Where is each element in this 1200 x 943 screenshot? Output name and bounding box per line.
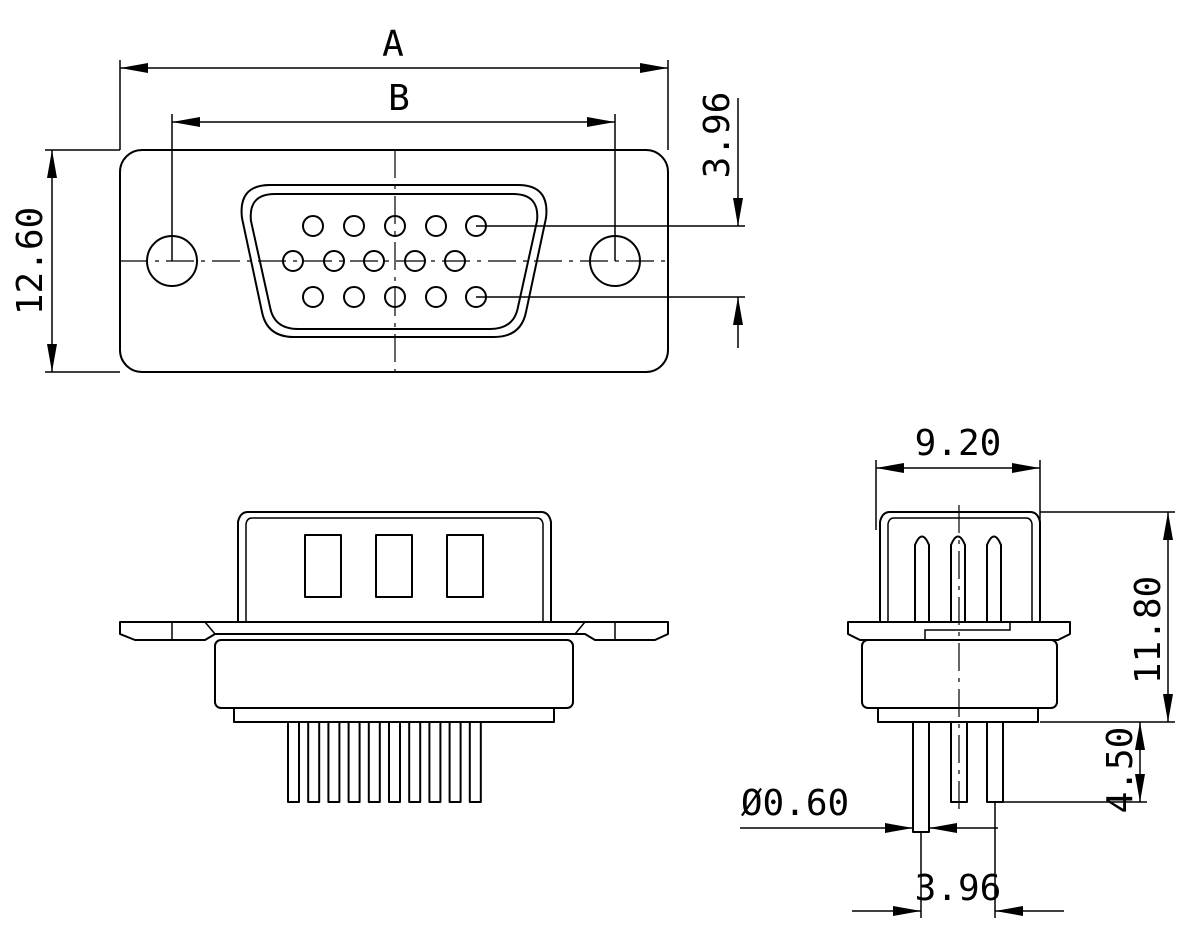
dimension-a: A	[119, 24, 669, 150]
side-shell	[879, 511, 1041, 623]
dimension-side-height: 11.80	[1040, 511, 1175, 723]
bottom-pin	[327, 721, 341, 803]
pin-hole	[384, 286, 406, 308]
dimension-pin-length-label: 4.50	[1100, 727, 1141, 814]
pin-hole	[384, 215, 406, 237]
bottom-pin	[388, 721, 401, 803]
side-contact	[914, 535, 930, 623]
bottom-shell	[237, 511, 552, 623]
dimension-height-front-label: 12.60	[10, 207, 51, 315]
bottom-pins	[287, 721, 482, 803]
pin-hole	[343, 215, 365, 237]
pin-hole	[444, 250, 466, 272]
bottom-flange	[119, 621, 669, 641]
bottom-pin	[468, 721, 482, 803]
bottom-standoff	[233, 707, 555, 723]
pin-hole	[425, 215, 447, 237]
dimension-pin-row-pitch-label: 3.96	[697, 92, 738, 179]
side-pin	[912, 721, 930, 833]
bottom-pin	[428, 721, 442, 803]
dimension-side-pin-pitch: 3.96	[852, 802, 1064, 918]
bottom-pin	[367, 721, 381, 803]
dimension-b-label: B	[388, 78, 410, 119]
bottom-view	[119, 511, 669, 803]
bottom-window	[304, 534, 342, 598]
pin-hole	[425, 286, 447, 308]
pin-row-middle	[282, 250, 466, 272]
dimension-pin-diameter-label: Ø0.60	[741, 783, 849, 824]
bottom-window	[375, 534, 413, 598]
dimension-pin-length: 4.50	[1003, 722, 1147, 813]
bottom-shell-inner	[245, 517, 544, 622]
side-contact	[950, 535, 966, 623]
pin-hole	[323, 250, 345, 272]
pin-hole	[302, 286, 324, 308]
dimension-side-height-label: 11.80	[1128, 576, 1169, 684]
side-contact	[986, 535, 1002, 623]
dimension-side-width-label: 9.20	[915, 423, 1002, 464]
dimension-pin-row-pitch: 3.96	[476, 92, 745, 348]
pin-hole	[282, 250, 304, 272]
d-shell-inner	[249, 193, 539, 330]
bottom-body	[214, 639, 574, 709]
bottom-pin	[408, 721, 422, 803]
side-standoff	[877, 707, 1039, 723]
bottom-pin	[307, 721, 321, 803]
dimension-side-width: 9.20	[875, 423, 1041, 530]
dimension-height-front: 12.60	[10, 149, 120, 373]
side-shell-inner	[887, 517, 1033, 622]
pin-hole	[404, 250, 426, 272]
pin-hole	[363, 250, 385, 272]
side-view: 9.20 11.80 4.50 Ø0.60	[740, 423, 1175, 918]
bottom-pin	[347, 721, 361, 803]
dimension-side-pin-pitch-label: 3.96	[915, 868, 1002, 909]
d-shell-outer	[240, 184, 548, 338]
pin-hole	[302, 215, 324, 237]
bottom-pin	[448, 721, 462, 803]
side-pin	[986, 721, 1004, 803]
bottom-pin	[287, 721, 300, 803]
side-flange-detail	[924, 622, 1011, 640]
pin-hole	[343, 286, 365, 308]
front-view: A B 12.60 3.96	[10, 24, 745, 373]
dimension-a-label: A	[382, 24, 404, 65]
side-flange	[847, 621, 1071, 641]
dimension-b: B	[171, 78, 616, 261]
bottom-window	[446, 534, 484, 598]
dimension-pin-diameter: Ø0.60	[740, 783, 998, 833]
